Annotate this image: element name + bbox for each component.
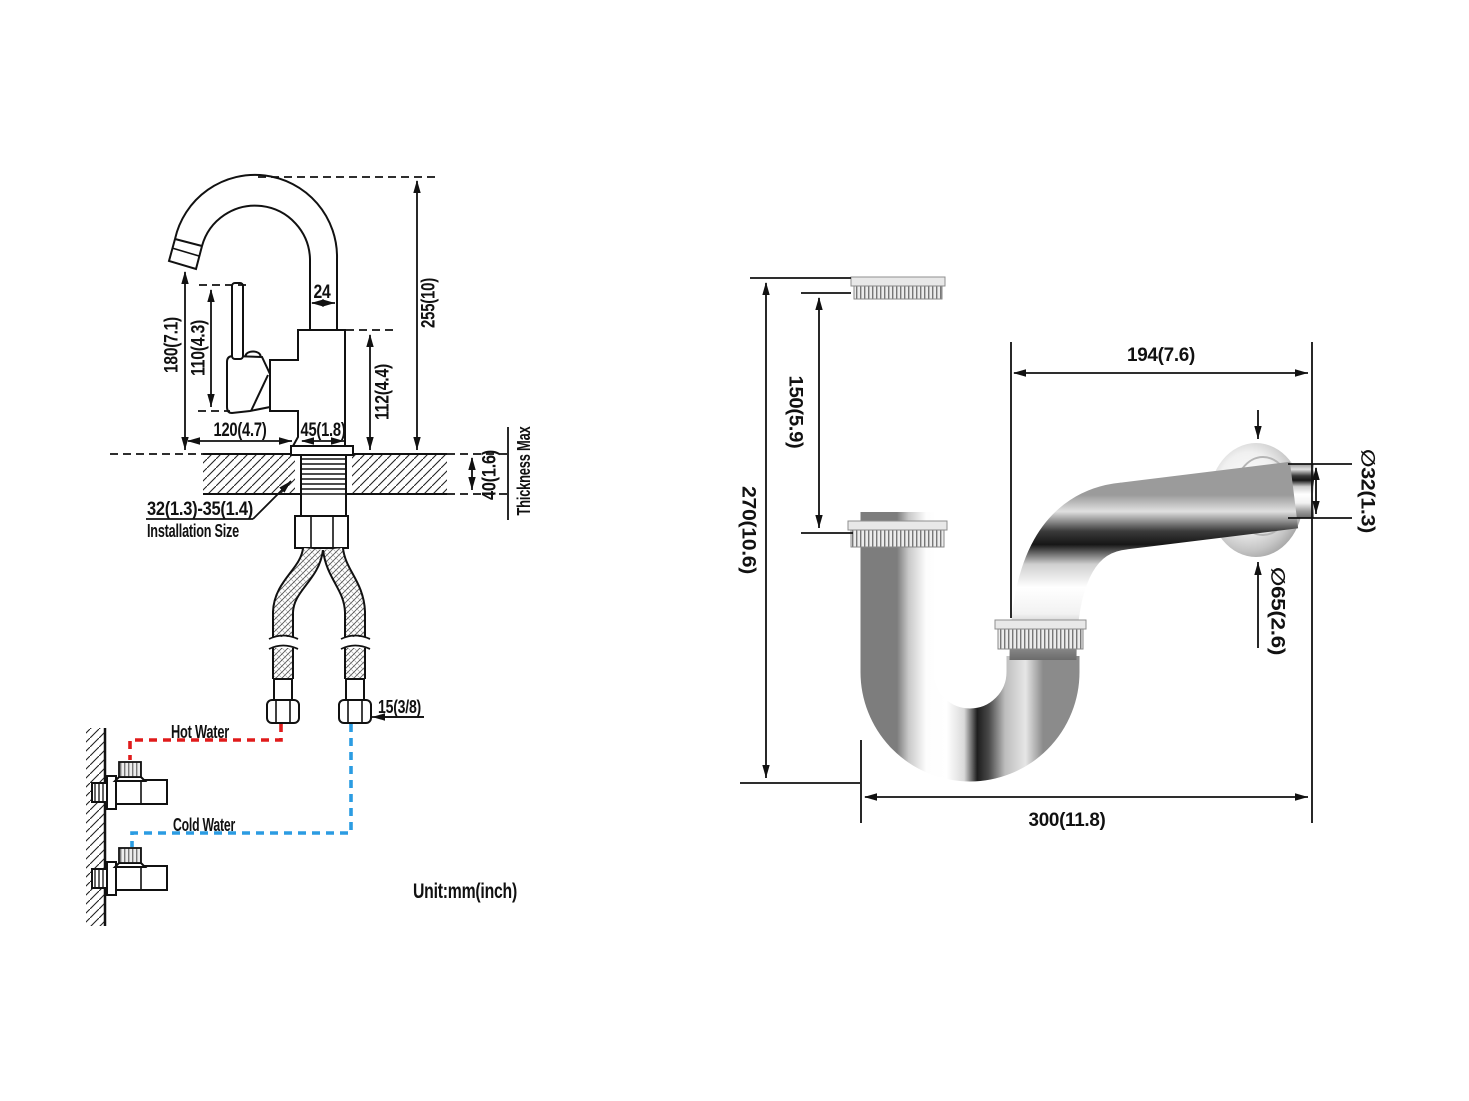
mounting-nut [294,515,349,549]
slip-nut-middle [847,520,948,548]
valve-cold-stub-threads [94,869,104,888]
hose-connector-right [338,699,372,724]
dim-label-width: 300(11.8) [1029,810,1106,831]
hose-left-ferrule [273,678,293,702]
hose-left-break [269,637,298,648]
cold-water-label: Cold Water [173,815,235,835]
dim-label-depth: 194(7.6) [1127,345,1195,366]
hose-connector-left [266,699,300,724]
unit-note: Unit:mm(inch) [413,880,517,903]
handle-base-edge [250,374,269,412]
supply-wall-group [86,724,353,926]
hot-supply-line [128,724,283,760]
installation-size-leader [252,480,292,520]
trap-u-bend [860,512,1080,782]
slip-nut-top-knurl [853,285,943,300]
spout-aerator-line [171,247,200,257]
dim-label-tailpiece: 150(5.9) [785,376,806,449]
deck-thickness-note: Thickness Max [514,426,534,515]
supply-hoses [266,546,372,724]
mounting-nut-facets [310,516,334,548]
dim-label-body-height: 112(4.4) [373,364,394,420]
hose-connector-left-facets [275,700,291,723]
connector-size-label: 15(3/8) [378,697,421,717]
installation-size-value: 32(1.3)-35(1.4) [147,499,253,520]
slip-nut-top-lip [850,276,946,287]
dim-label-deck-thickness: 40(1.6) [480,450,501,500]
hot-water-label: Hot Water [171,722,229,742]
dim-label-spout-height: 180(7.1) [162,317,183,373]
slip-nut-outlet-lip [994,619,1087,630]
hose-connector-right-facets [347,700,363,723]
trap-dimensions [740,277,1352,823]
dim-label-body-width: 45(1.8) [301,420,346,441]
slip-nut-outlet [994,619,1087,650]
installation-size-label: Installation Size [147,521,239,541]
countertop-hatch-left [203,455,295,494]
shank-threads [301,458,346,495]
mounting-shank [294,454,349,549]
hose-right-break [341,637,370,648]
labels: 24 255(10) 180(7.1) 110(4.3) 112(4.4) 12… [147,278,1378,903]
slip-nut-top [850,276,946,300]
faucet-body [269,329,346,447]
handle-lever [231,282,244,360]
spout-gooseneck [167,173,339,331]
angle-valve-cold [91,847,168,896]
faucet-escutcheon [290,445,354,456]
slip-nut-middle-lip [847,520,948,531]
faucet-side-view [86,173,509,926]
dim-label-handle-height: 110(4.3) [189,320,210,376]
faucet-handle [226,282,271,415]
dim-label-flange-diameter: ∅65(2.6) [1267,567,1288,655]
dim-label-tube-width: 24 [314,282,332,303]
hose-right-break-lines [340,634,371,650]
shank-body [300,454,347,517]
countertop [110,453,508,495]
handle-base [226,354,271,415]
spout-tip-joint-line [174,238,203,247]
dim-label-outlet-diameter: ∅32(1.3) [1357,449,1378,533]
valve-hot-knob [118,761,142,778]
hose-right-braid [324,547,364,637]
valve-cold-knob [118,847,142,864]
dim-label-reach: 120(4.7) [214,420,267,441]
dim-label-trap-height: 270(10.6) [738,486,759,574]
slip-nut-middle-knurl [850,529,945,548]
wall-hatch [86,728,105,926]
faucet-dimensions [146,180,509,721]
dim-label-overall-height: 255(10) [419,278,440,328]
faucet-spout [167,173,339,331]
hose-left-break-lines [268,634,299,650]
hose-left-braid [274,547,322,637]
angle-valve-hot [91,761,168,810]
p-trap-view [740,276,1352,823]
hose-right-ferrule [345,678,365,702]
slip-nut-outlet-knurl [997,628,1084,650]
valve-hot-stub-threads [94,783,104,802]
countertop-hatch-right [352,455,447,494]
